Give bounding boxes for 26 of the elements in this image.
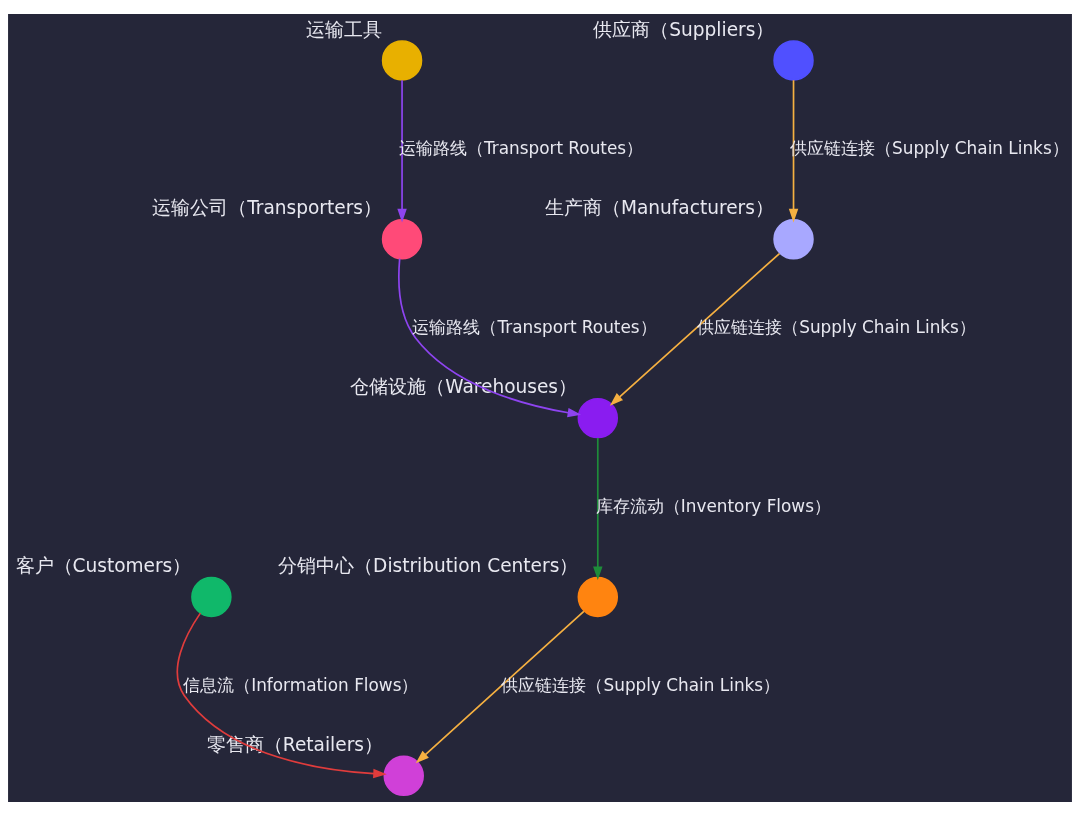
arrow (397, 78, 407, 222)
node-label: 分销中心（Distribution Centers） (278, 554, 579, 576)
node-label: 零售商（Retailers） (206, 733, 383, 755)
node-label: 运输公司（Transporters） (152, 196, 382, 218)
node-circle (773, 39, 814, 81)
node-label: 供应商（Suppliers） (593, 18, 775, 40)
edge-label: 供应链连接（Supply Chain Links） (501, 674, 781, 695)
node-circle (191, 576, 232, 617)
node-circle (577, 397, 619, 438)
edge-label: 运输路线（Transport Routes） (412, 316, 657, 337)
node-circle (383, 755, 424, 796)
node-label: 运输工具 (305, 18, 382, 40)
arrow (176, 611, 387, 778)
arrow (415, 609, 585, 763)
arrow (593, 436, 603, 580)
arrow (398, 257, 582, 417)
node-label: 客户（Customers） (15, 554, 192, 576)
arrow (609, 252, 781, 406)
edge-label: 信息流（Information Flows） (183, 674, 419, 695)
edge-label: 库存流动（Inventory Flows） (595, 495, 831, 516)
edge-label: 供应链连接（Supply Chain Links） (697, 316, 976, 337)
node-label: 生产商（Manufacturers） (544, 196, 774, 218)
node-circle (773, 218, 814, 259)
node-circle (381, 39, 423, 81)
node-circle (577, 576, 619, 617)
node-circle (381, 218, 423, 259)
